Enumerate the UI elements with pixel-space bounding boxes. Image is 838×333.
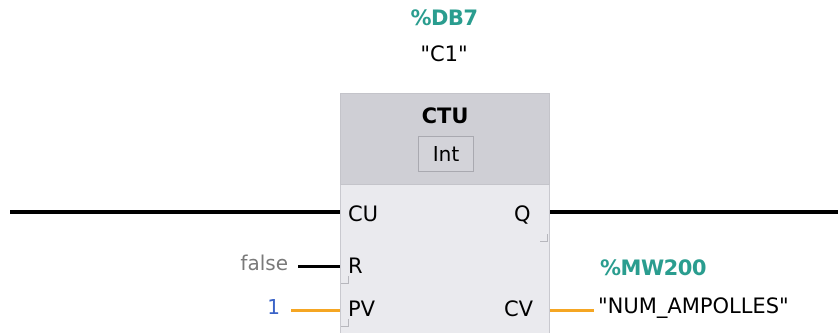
data-type-selector[interactable]: Int <box>418 136 474 172</box>
instance-db-name[interactable]: "C1" <box>420 42 468 66</box>
instance-db-address[interactable]: %DB7 <box>410 6 478 30</box>
pin-r-label: R <box>348 254 363 278</box>
wire-r-input <box>298 265 340 268</box>
cv-operand-name[interactable]: "NUM_AMPOLLES" <box>598 294 789 318</box>
pin-cu-label: CU <box>348 202 379 226</box>
pin-pv-marker <box>341 319 349 327</box>
pin-q-label: Q <box>514 202 531 226</box>
cv-operand-address[interactable]: %MW200 <box>600 256 706 280</box>
power-rail-right <box>550 210 838 214</box>
pin-cv-label: CV <box>504 297 534 321</box>
wire-pv-input <box>291 309 340 312</box>
power-rail-left <box>10 210 340 214</box>
r-constant-value[interactable]: false <box>240 251 288 275</box>
pv-constant-value[interactable]: 1 <box>267 295 280 319</box>
pin-q-marker <box>540 234 548 242</box>
pin-r-marker <box>341 276 349 284</box>
wire-cv-output <box>550 309 594 312</box>
block-type-label: CTU <box>421 104 469 128</box>
pin-pv-label: PV <box>348 297 376 321</box>
